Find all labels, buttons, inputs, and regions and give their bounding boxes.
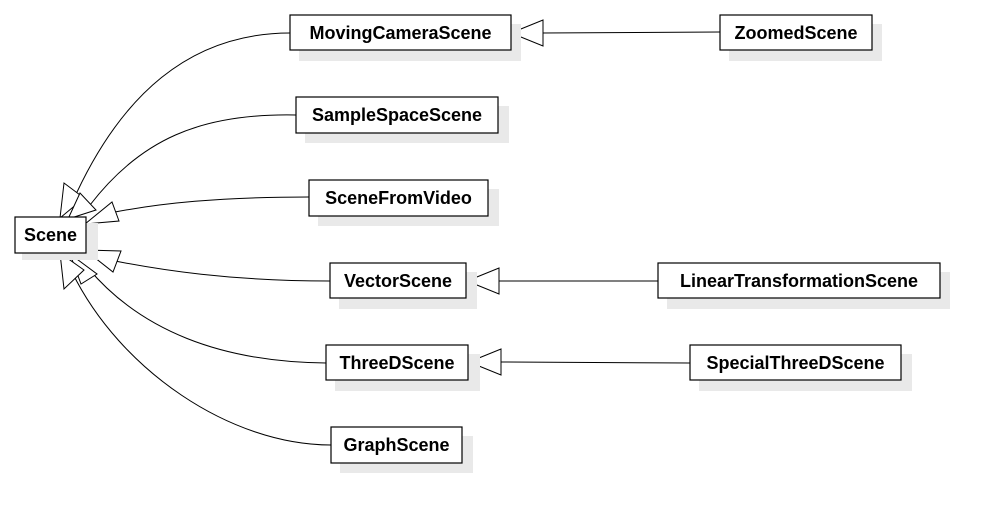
arrowhead-scene-from-video-to-scene bbox=[83, 201, 120, 225]
edge-graph-to-scene bbox=[71, 271, 332, 446]
node-label-graph-scene: GraphScene bbox=[343, 435, 449, 455]
arrowhead-special-three-d-to-three-d bbox=[467, 348, 502, 376]
node-label-three-d-scene: ThreeDScene bbox=[339, 353, 454, 373]
node-box bbox=[329, 262, 467, 299]
node-box bbox=[657, 262, 941, 299]
node-label-moving-camera-scene: MovingCameraScene bbox=[309, 23, 491, 43]
node-label-special-three-d-scene: SpecialThreeDScene bbox=[706, 353, 884, 373]
class-node-special-three-d-scene[interactable]: SpecialThreeDScene bbox=[689, 344, 912, 391]
edge-scene-from-video-to-scene bbox=[109, 196, 310, 214]
edge-special-three-d-to-three-d bbox=[499, 361, 691, 364]
edge-sample-space-to-scene bbox=[89, 114, 297, 206]
class-node-linear-transformation-scene[interactable]: LinearTransformationScene bbox=[657, 262, 950, 309]
arrowhead-zoomed-to-moving-camera bbox=[509, 19, 544, 47]
node-box bbox=[289, 14, 512, 51]
class-node-vector-scene[interactable]: VectorScene bbox=[329, 262, 477, 309]
node-box bbox=[719, 14, 873, 51]
class-node-sample-space-scene[interactable]: SampleSpaceScene bbox=[295, 96, 509, 143]
class-node-graph-scene[interactable]: GraphScene bbox=[330, 426, 473, 473]
node-box bbox=[14, 216, 87, 254]
class-node-scene[interactable]: Scene bbox=[14, 216, 98, 260]
class-node-scene-from-video[interactable]: SceneFromVideo bbox=[308, 179, 499, 226]
edge-moving-camera-to-scene bbox=[71, 32, 291, 204]
class-node-zoomed-scene[interactable]: ZoomedScene bbox=[719, 14, 882, 61]
node-label-scene-from-video: SceneFromVideo bbox=[325, 188, 472, 208]
node-layer: Scene MovingCameraScene ZoomedScene Samp… bbox=[14, 14, 950, 473]
arrowhead-sample-space-to-scene bbox=[67, 192, 97, 220]
node-label-sample-space-scene: SampleSpaceScene bbox=[312, 105, 482, 125]
edge-zoomed-to-moving-camera bbox=[541, 31, 721, 34]
node-label-vector-scene: VectorScene bbox=[344, 271, 452, 291]
node-box bbox=[689, 344, 902, 381]
edge-layer bbox=[71, 31, 721, 446]
arrowhead-linear-transformation-to-vector bbox=[465, 267, 500, 295]
node-box bbox=[330, 426, 463, 464]
edge-vector-to-scene bbox=[109, 259, 331, 282]
node-label-linear-transformation-scene: LinearTransformationScene bbox=[680, 271, 918, 291]
arrow-layer bbox=[59, 19, 544, 376]
edge-three-d-to-scene bbox=[87, 267, 327, 364]
node-box bbox=[295, 96, 499, 134]
node-label-zoomed-scene: ZoomedScene bbox=[734, 23, 857, 43]
node-box bbox=[308, 179, 489, 217]
node-label-scene: Scene bbox=[24, 225, 77, 245]
class-node-three-d-scene[interactable]: ThreeDScene bbox=[325, 344, 480, 391]
arrowhead-moving-camera-to-scene bbox=[59, 182, 85, 220]
node-box bbox=[325, 344, 469, 381]
class-node-moving-camera-scene[interactable]: MovingCameraScene bbox=[289, 14, 521, 61]
arrowhead-graph-to-scene bbox=[59, 251, 85, 291]
